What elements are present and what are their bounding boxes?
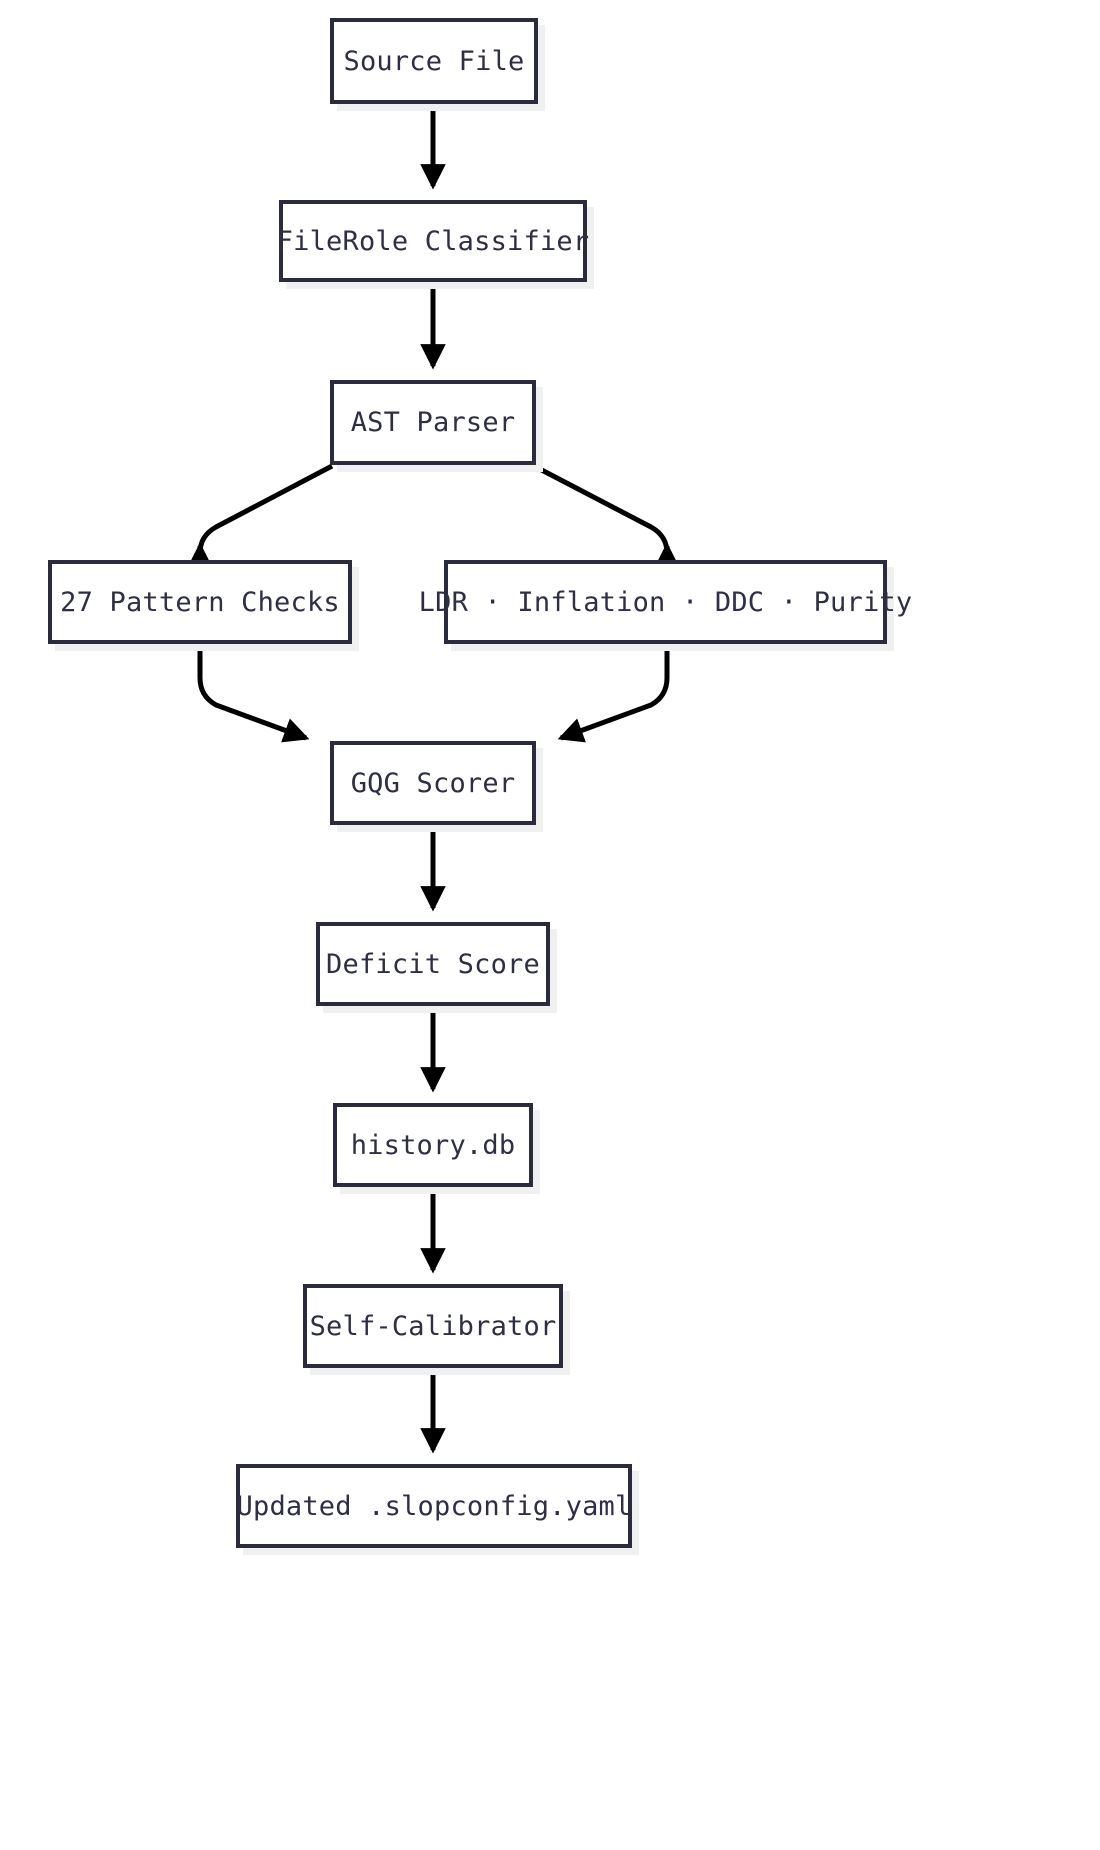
node-label: LDR · Inflation · DDC · Purity <box>418 586 913 618</box>
node-ast-parser[interactable]: AST Parser <box>330 380 536 465</box>
node-label: 27 Pattern Checks <box>60 586 340 618</box>
node-metrics-ldr-inflation-ddc-purity[interactable]: LDR · Inflation · DDC · Purity <box>419 560 912 644</box>
node-self-calibrator[interactable]: Self-Calibrator <box>303 1284 563 1368</box>
edge-patterns-to-gqg <box>197 648 310 743</box>
node-label: Updated .slopconfig.yaml <box>236 1490 632 1522</box>
node-deficit-score[interactable]: Deficit Score <box>316 922 550 1006</box>
node-label: history.db <box>350 1129 516 1161</box>
node-filerole-classifier[interactable]: FileRole Classifier <box>276 200 590 282</box>
node-label: FileRole Classifier <box>276 225 590 257</box>
edge-ast-to-metrics <box>532 463 680 568</box>
node-source-file[interactable]: Source File <box>330 18 538 104</box>
node-label: Deficit Score <box>326 948 540 980</box>
node-gqg-scorer[interactable]: GQG Scorer <box>330 741 536 825</box>
node-pattern-checks[interactable]: 27 Pattern Checks <box>48 560 352 644</box>
node-label: GQG Scorer <box>350 767 516 799</box>
node-label: Self-Calibrator <box>309 1310 557 1342</box>
node-history-db[interactable]: history.db <box>333 1103 533 1187</box>
node-updated-slopconfig-yaml[interactable]: Updated .slopconfig.yaml <box>236 1464 632 1548</box>
node-label: Source File <box>343 45 525 77</box>
edge-metrics-to-gqg <box>557 648 670 743</box>
edge-ast-to-patterns <box>187 463 334 568</box>
node-label: AST Parser <box>350 407 516 438</box>
